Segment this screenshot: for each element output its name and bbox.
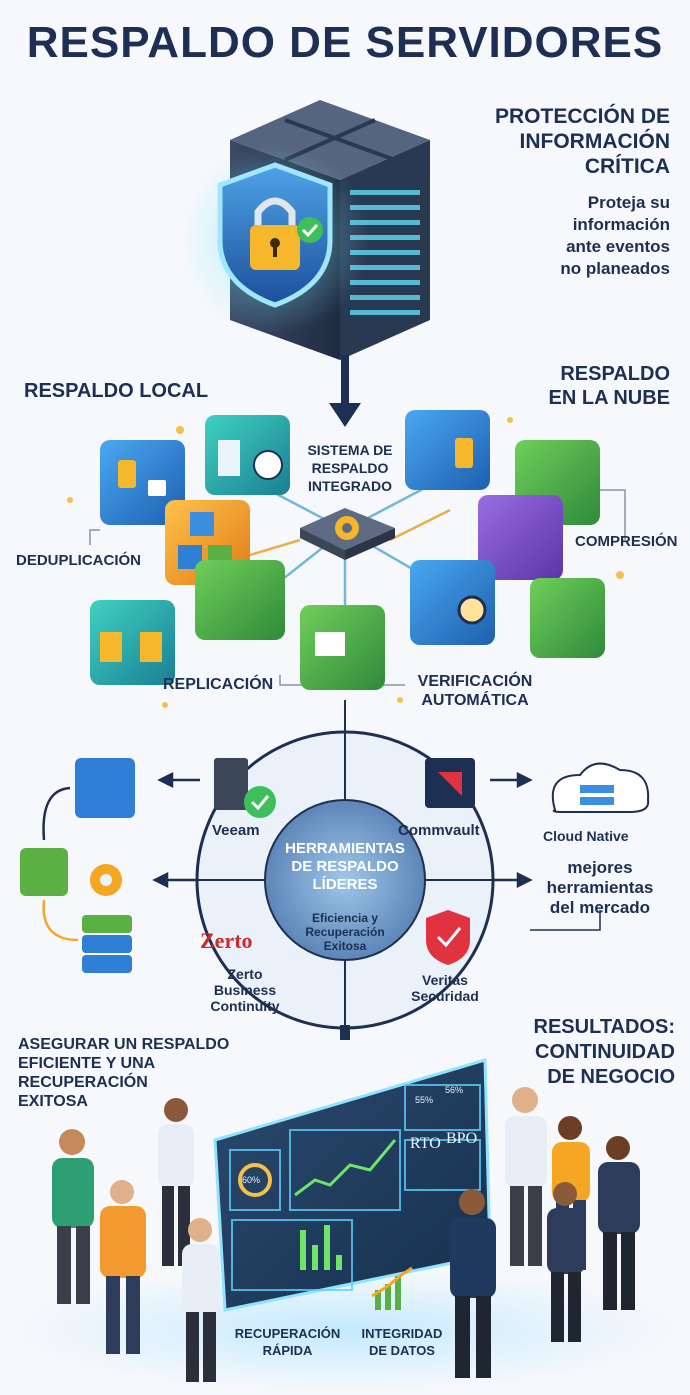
tool-commvault: Commvault (398, 822, 480, 839)
dashboard-illustration (15, 1058, 675, 1390)
label-recuperacion-rapida: RECUPERACIÓN RÁPIDA (234, 1326, 341, 1358)
tools-circle-diagram (20, 700, 650, 1040)
tools-center-subtitle: Eficiencia y Recuperación Exitosa (305, 911, 385, 953)
dashboard-bpo: BPO (446, 1130, 478, 1147)
arrow-down-icon (329, 355, 361, 427)
tool-veritas: Veritas Securidad (411, 972, 479, 1004)
label-replicacion: REPLICACIÓN (163, 676, 274, 693)
label-compresion: COMPRESIÓN (575, 533, 678, 550)
tool-veeam: Veeam (212, 822, 260, 839)
label-sistema-integrado: SISTEMA DE RESPALDO INTEGRADO (307, 442, 393, 494)
dashboard-gauge-1: 55% (415, 1095, 434, 1105)
tool-cloud-native: Cloud Native (543, 828, 629, 844)
backup-network-diagram (67, 410, 626, 708)
page-title: RESPALDO DE SERVIDORES (26, 18, 664, 67)
label-verificacion: VERIFICACIÓN AUTOMÁTICA (417, 673, 533, 709)
label-deduplicacion: DEDUPLICACIÓN (16, 552, 142, 569)
tool-zerto: Zerto Business Continuity (210, 966, 280, 1014)
label-asegurar: ASEGURAR UN RESPALDO EFICIENTE Y UNA REC… (18, 1036, 230, 1110)
section-respaldo-nube: RESPALDO EN LA NUBE (548, 363, 670, 409)
label-mejores-herramientas: mejores herramientas del mercado (546, 858, 654, 917)
intro-description: Proteja su información ante eventos no p… (560, 193, 670, 278)
tools-center-title: HERRAMIENTAS DE RESPALDO LÍDERES (285, 840, 405, 893)
dashboard-rto: RTO (410, 1135, 441, 1152)
dashboard-gauge-3: 60% (242, 1175, 261, 1185)
intro-heading: PROTECCIÓN DE INFORMACIÓN CRÍTICA (494, 105, 670, 178)
server-rack-illustration (180, 100, 430, 360)
label-integridad-datos: INTEGRIDAD DE DATOS (361, 1326, 443, 1358)
label-resultados: RESULTADOS: CONTINUIDAD DE NEGOCIO (533, 1016, 675, 1088)
zerto-logo: Zerto (200, 928, 253, 953)
section-respaldo-local: RESPALDO LOCAL (24, 380, 209, 402)
dashboard-gauge-2: 56% (445, 1085, 464, 1095)
